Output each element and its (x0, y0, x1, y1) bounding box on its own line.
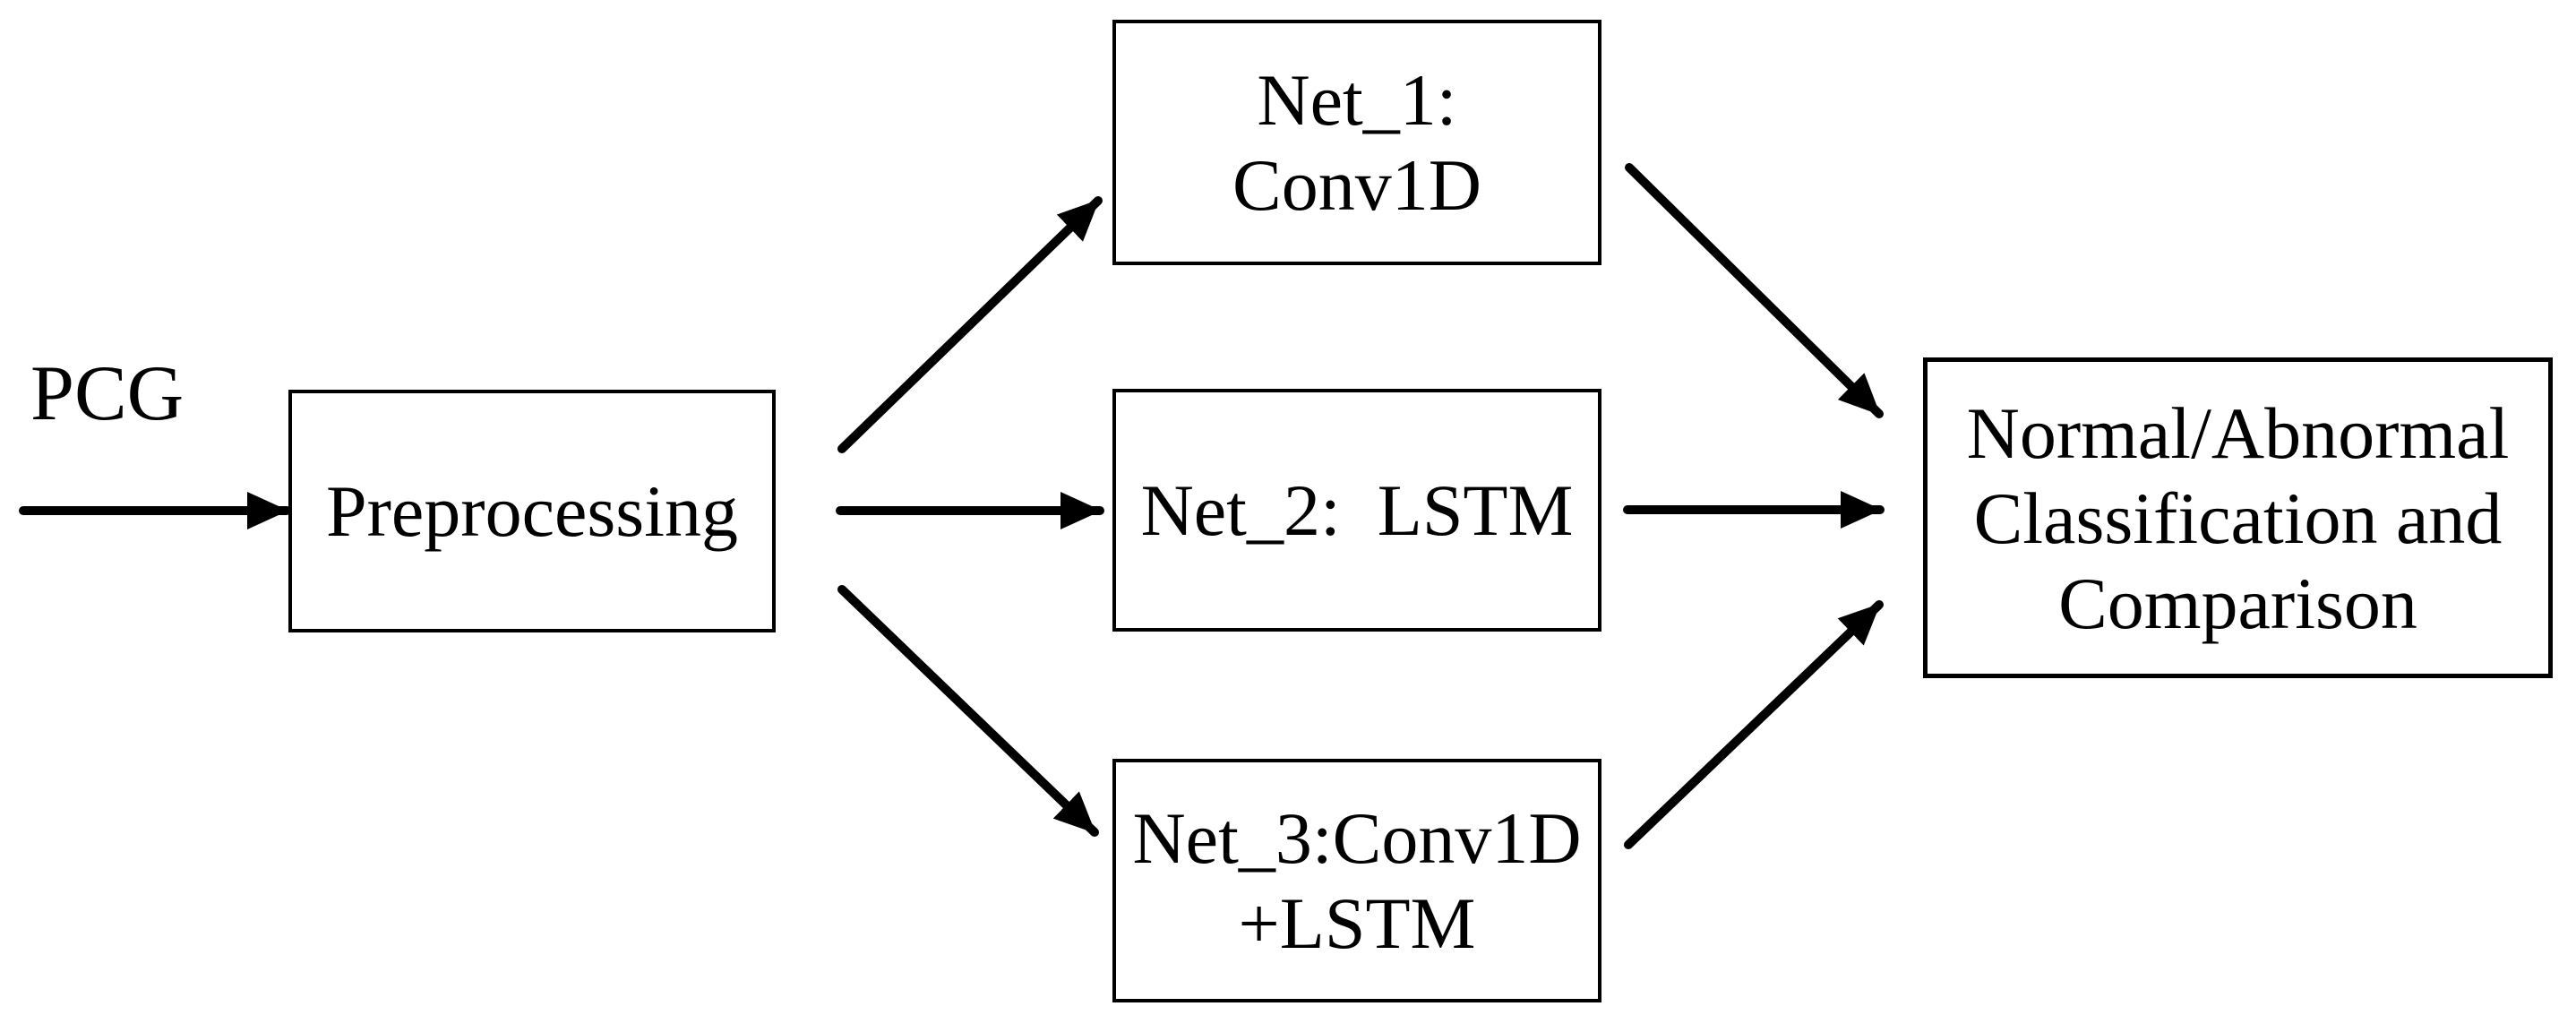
arrow-preprocessing-to-net3 (837, 585, 1099, 837)
node-label-line: Conv1D (1232, 144, 1481, 226)
node-label-line: Normal/Abnormal (1966, 391, 2510, 474)
arrow-net3-to-output (1624, 600, 1884, 849)
node-label-line: Net_1: (1257, 59, 1457, 141)
node-label-line: Net_3:Conv1D (1132, 797, 1582, 879)
pcg-input-label: PCG (30, 350, 185, 437)
node-label-line: Comparison (2058, 562, 2417, 644)
node-net2-lstm: Net_2: LSTM (1112, 389, 1601, 632)
node-label-line: Classification and (1973, 477, 2503, 559)
arrow-preprocessing-to-net1 (837, 196, 1103, 453)
node-label-line: Preprocessing (325, 470, 738, 552)
node-net3-conv1d-lstm: Net_3:Conv1D +LSTM (1112, 759, 1601, 1002)
node-classification-output: Normal/Abnormal Classification and Compa… (1923, 357, 2553, 678)
node-preprocessing: Preprocessing (288, 390, 776, 632)
node-label-line: Net_2: LSTM (1140, 469, 1574, 551)
arrow-net1-to-output (1625, 163, 1884, 418)
node-label-line: +LSTM (1238, 882, 1476, 964)
node-net1-conv1d: Net_1: Conv1D (1112, 20, 1601, 265)
